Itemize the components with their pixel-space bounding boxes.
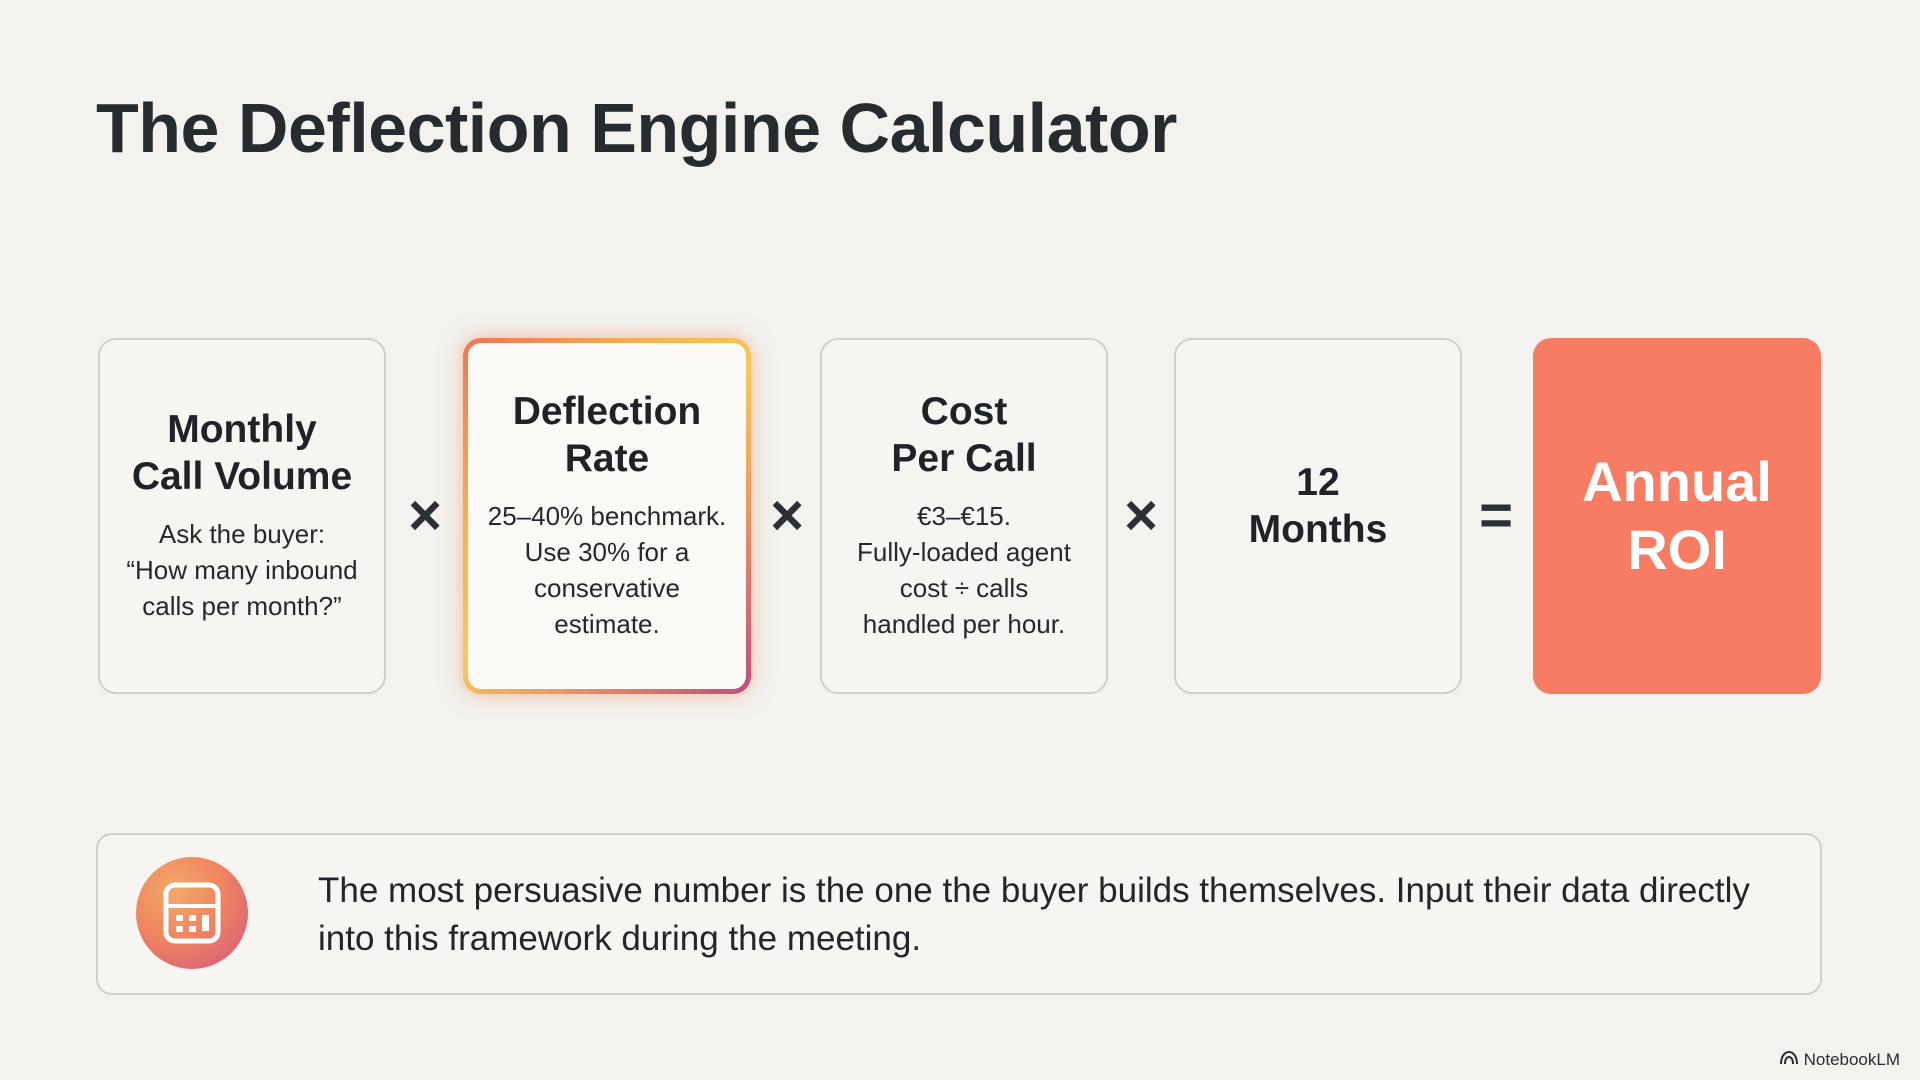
callout-box: The most persuasive number is the one th… [96, 833, 1822, 995]
card-title: Annual ROI [1582, 449, 1772, 581]
multiply-operator: × [1124, 483, 1158, 548]
card-title: Deflection Rate [512, 390, 702, 481]
page-title: The Deflection Engine Calculator [96, 89, 1177, 167]
card-title: Cost Per Call [891, 390, 1037, 481]
card-cost-per-call: Cost Per Call €3–€15. Fully-loaded agent… [820, 338, 1108, 694]
card-deflection-rate: Deflection Rate 25–40% benchmark. Use 30… [463, 338, 751, 694]
card-title: Monthly Call Volume [131, 408, 353, 499]
callout-text: The most persuasive number is the one th… [318, 871, 1750, 958]
card-description: 25–40% benchmark. Use 30% for a conserva… [487, 501, 727, 639]
brand-watermark: NotebookLM [1779, 1050, 1900, 1070]
card-title: 12 Months [1248, 461, 1388, 551]
multiply-operator: × [408, 483, 442, 548]
multiply-operator: × [770, 483, 804, 548]
card-monthly-call-volume: Monthly Call Volume Ask the buyer: “How … [98, 338, 386, 694]
calculator-icon [136, 857, 248, 969]
notebooklm-logo-icon [1779, 1050, 1798, 1070]
card-description: Ask the buyer: “How many inbound calls p… [126, 518, 358, 621]
card-12-months: 12 Months [1174, 338, 1462, 694]
card-annual-roi: Annual ROI [1533, 338, 1821, 694]
card-description: €3–€15. Fully-loaded agent cost ÷ calls … [857, 501, 1071, 639]
equals-operator: = [1479, 483, 1513, 548]
brand-name: NotebookLM [1803, 1050, 1900, 1069]
